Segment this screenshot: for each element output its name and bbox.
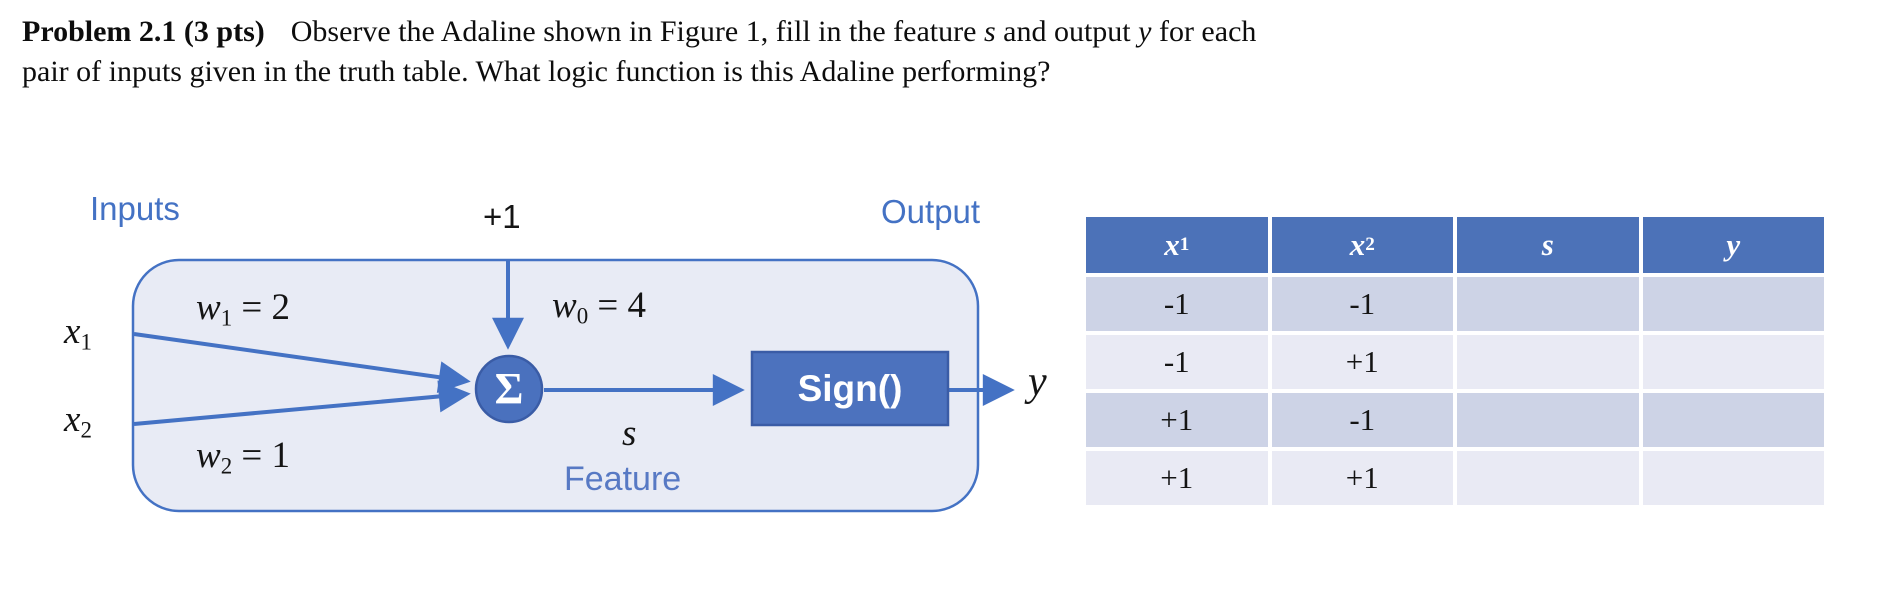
w0-bias-weight-label: w0 = 4 bbox=[552, 285, 647, 329]
table-cell-s-blank bbox=[1457, 451, 1639, 505]
problem-title: Problem 2.1 (3 pts) bbox=[22, 15, 265, 48]
bias-plus-one-label: +1 bbox=[483, 198, 521, 235]
problem-line-2: pair of inputs given in the truth table.… bbox=[22, 55, 1051, 88]
table-cell: +1 bbox=[1086, 451, 1268, 505]
header-cell-s: s bbox=[1457, 217, 1639, 273]
sum-node-circle bbox=[474, 354, 544, 424]
feature-s-label: s bbox=[622, 413, 637, 454]
sign-text: Sign() bbox=[797, 367, 903, 409]
sign-function-rect bbox=[750, 350, 950, 427]
table-cell-y-blank bbox=[1642, 335, 1824, 389]
table-cell-y-blank bbox=[1642, 451, 1824, 505]
inputs-label: Inputs bbox=[90, 190, 180, 227]
table-cell: -1 bbox=[1271, 393, 1453, 447]
table-cell: -1 bbox=[1086, 277, 1268, 331]
problem-statement: Problem 2.1 (3 pts) Observe the Adaline s… bbox=[22, 12, 1622, 92]
w1-weight-label: w1 = 2 bbox=[196, 287, 291, 331]
table-cell-s-blank bbox=[1457, 335, 1639, 389]
sigma-glyph: Σ bbox=[494, 363, 524, 413]
table-cell: +1 bbox=[1271, 335, 1453, 389]
math-var-y: y bbox=[1138, 15, 1152, 48]
header-cell-y: y bbox=[1642, 217, 1824, 273]
x1-input-label: x1 bbox=[64, 311, 92, 355]
problem-text-1: Observe the Adaline shown in Figure 1, f… bbox=[290, 15, 984, 48]
table-cell-s-blank bbox=[1457, 393, 1639, 447]
table-cell: -1 bbox=[1086, 335, 1268, 389]
table-cell-y-blank bbox=[1642, 393, 1824, 447]
output-y-label: y bbox=[1028, 359, 1047, 405]
sigma-sum-symbol: Σ bbox=[475, 354, 543, 422]
feature-label: Feature bbox=[564, 460, 682, 498]
x2-input-label: x2 bbox=[64, 399, 92, 443]
problem-text-2: and output bbox=[995, 15, 1139, 48]
table-cell: -1 bbox=[1271, 277, 1453, 331]
x2-weight-arrow bbox=[133, 380, 471, 426]
table-cell-s-blank bbox=[1457, 277, 1639, 331]
problem-line-1: Problem 2.1 (3 pts) Observe the Adaline s… bbox=[22, 12, 1622, 52]
adaline-body-outline bbox=[131, 258, 980, 513]
table-cell-y-blank bbox=[1642, 277, 1824, 331]
table-cell: +1 bbox=[1271, 451, 1453, 505]
problem-text-3: for each bbox=[1151, 15, 1257, 48]
sign-function-label: Sign() bbox=[752, 352, 948, 425]
table-cell: +1 bbox=[1086, 393, 1268, 447]
w2-weight-label: w2 = 1 bbox=[196, 435, 291, 479]
math-var-s: s bbox=[983, 15, 996, 48]
output-label: Output bbox=[881, 193, 981, 230]
x1-weight-arrow bbox=[133, 332, 471, 394]
